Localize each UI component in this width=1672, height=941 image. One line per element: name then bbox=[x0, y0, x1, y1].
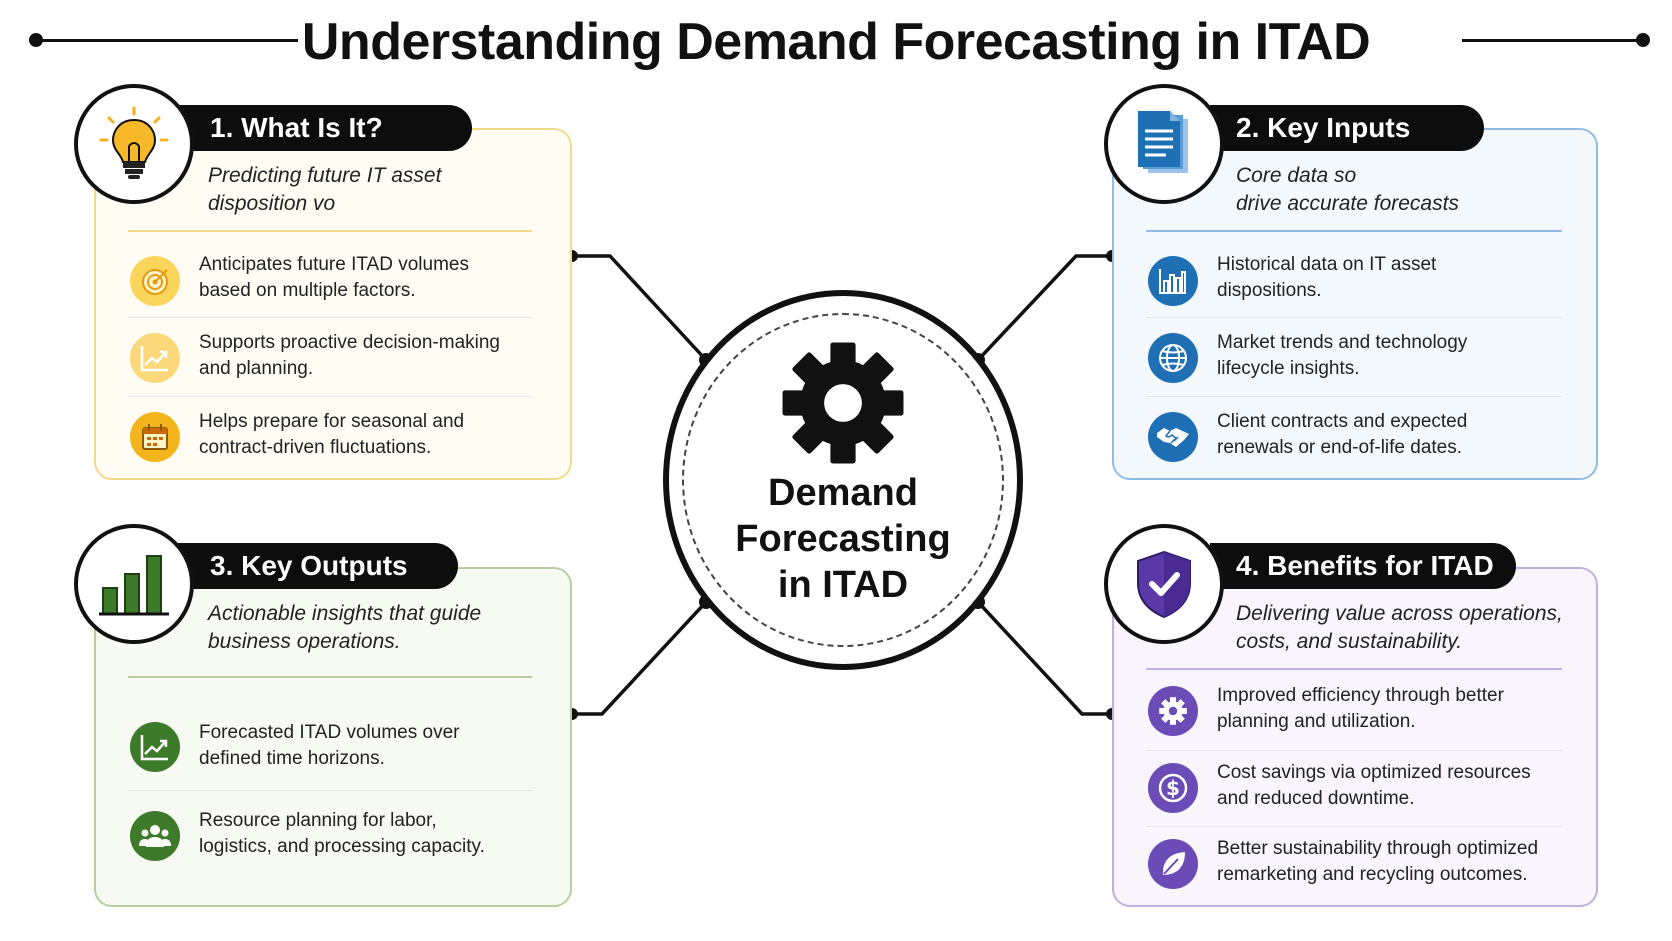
list-item-line: logistics, and processing capacity. bbox=[199, 836, 485, 857]
calendar-icon bbox=[130, 412, 180, 462]
list-item-line: renewals or end-of-life dates. bbox=[1217, 437, 1463, 458]
card-inputs-heading: 2. Key Inputs bbox=[1210, 105, 1484, 151]
list-item-line: Improved efficiency through better bbox=[1217, 685, 1504, 706]
list-item-line: planning and utilization. bbox=[1217, 711, 1416, 732]
list-item-line: and reduced downtime. bbox=[1217, 788, 1415, 809]
list-item-line: Client contracts and expected bbox=[1217, 411, 1468, 432]
list-item: Forecasted ITAD volumes over defined tim… bbox=[199, 720, 529, 772]
card-benefits-subtitle: Delivering value across operations, cost… bbox=[1236, 600, 1576, 656]
page-title: Understanding Demand Forecasting in ITAD bbox=[301, 13, 1371, 71]
card-benefits-subtitle-line-1: Delivering value across operations, bbox=[1236, 602, 1563, 625]
list-item-line: Cost savings via optimized resources bbox=[1217, 762, 1531, 783]
gear-icon bbox=[782, 342, 904, 464]
card-outputs-subtitle-line-1: Actionable insights that guide bbox=[208, 602, 482, 625]
title-right-dot bbox=[1636, 33, 1650, 47]
list-item-line: based on multiple factors. bbox=[199, 280, 416, 301]
list-item: Improved efficiency through better plann… bbox=[1217, 683, 1547, 735]
shield-check-icon bbox=[1104, 524, 1224, 644]
row-divider bbox=[1146, 396, 1562, 397]
list-item-line: Anticipates future ITAD volumes bbox=[199, 254, 469, 275]
list-item: Historical data on IT asset dispositions… bbox=[1217, 252, 1547, 304]
title-right-rule bbox=[1462, 39, 1642, 42]
row-divider bbox=[128, 317, 532, 318]
trend-chart-icon bbox=[130, 722, 180, 772]
title-left-rule bbox=[36, 39, 298, 42]
list-item-line: and planning. bbox=[199, 358, 314, 379]
list-item-line: Forecasted ITAD volumes over bbox=[199, 722, 460, 743]
card-benefits-divider bbox=[1146, 668, 1562, 670]
list-item-line: lifecycle insights. bbox=[1217, 358, 1360, 379]
list-item-line: Historical data on IT asset bbox=[1217, 254, 1437, 275]
bar-growth-icon bbox=[74, 524, 194, 644]
list-item-line: Resource planning for labor, bbox=[199, 810, 437, 831]
dollar-icon: $ bbox=[1148, 763, 1198, 813]
card-inputs-subtitle-line-2: drive accurate forecasts bbox=[1236, 192, 1459, 215]
list-item: Helps prepare for seasonal and contract-… bbox=[199, 409, 529, 461]
list-item-line: remarketing and recycling outcomes. bbox=[1217, 864, 1528, 885]
row-divider bbox=[1146, 750, 1562, 751]
list-item-line: Helps prepare for seasonal and bbox=[199, 411, 465, 432]
card-outputs-divider bbox=[128, 676, 532, 678]
card-inputs-subtitle: Core data so drive accurate forecasts bbox=[1236, 162, 1556, 218]
list-item-line: Better sustainability through optimized bbox=[1217, 838, 1539, 859]
card-benefits-subtitle-line-2: costs, and sustainability. bbox=[1236, 630, 1463, 653]
card-what-divider bbox=[128, 230, 532, 232]
handshake-icon bbox=[1148, 412, 1198, 462]
list-item-line: Supports proactive decision-making bbox=[199, 332, 500, 353]
hub-title-line: Demand bbox=[768, 472, 918, 514]
row-divider bbox=[128, 396, 532, 397]
card-inputs-subtitle-line-1: Core data so bbox=[1236, 164, 1357, 187]
row-divider bbox=[1146, 826, 1562, 827]
card-what-subtitle: Predicting future IT asset disposition v… bbox=[208, 162, 508, 218]
row-divider bbox=[1146, 317, 1562, 318]
globe-icon bbox=[1148, 333, 1198, 383]
list-item: Supports proactive decision-making and p… bbox=[199, 330, 529, 382]
svg-text:$: $ bbox=[1166, 776, 1180, 800]
card-outputs-subtitle-line-2: business operations. bbox=[208, 630, 401, 653]
list-item: Anticipates future ITAD volumes based on… bbox=[199, 252, 529, 304]
row-divider bbox=[128, 790, 532, 791]
card-benefits-heading: 4. Benefits for ITAD bbox=[1210, 543, 1516, 589]
card-inputs-divider bbox=[1146, 230, 1562, 232]
leaf-icon bbox=[1148, 839, 1198, 889]
card-what-subtitle-line-2: disposition vo bbox=[208, 192, 336, 215]
document-icon bbox=[1104, 84, 1224, 204]
list-item: Resource planning for labor, logistics, … bbox=[199, 808, 529, 860]
list-item-line: Market trends and technology bbox=[1217, 332, 1468, 353]
card-outputs-subtitle: Actionable insights that guide business … bbox=[208, 600, 538, 656]
people-icon bbox=[130, 811, 180, 861]
list-item-line: dispositions. bbox=[1217, 280, 1322, 301]
list-item: Cost savings via optimized resources and… bbox=[1217, 760, 1547, 812]
list-item: Market trends and technology lifecycle i… bbox=[1217, 330, 1547, 382]
list-item-line: defined time horizons. bbox=[199, 748, 385, 769]
hub-title-line: in ITAD bbox=[777, 564, 909, 606]
list-item: Client contracts and expected renewals o… bbox=[1217, 409, 1547, 461]
card-outputs-heading: 3. Key Outputs bbox=[178, 543, 458, 589]
hub-title: Demand Forecasting in ITAD bbox=[663, 470, 1023, 608]
gear-icon bbox=[1148, 686, 1198, 736]
list-item-line: contract-driven fluctuations. bbox=[199, 437, 432, 458]
trend-chart-icon bbox=[130, 333, 180, 383]
bar-chart-icon bbox=[1148, 256, 1198, 306]
hub-inner-ring bbox=[682, 313, 1004, 647]
target-icon bbox=[130, 256, 180, 306]
lightbulb-icon bbox=[74, 84, 194, 204]
card-what-heading: 1. What Is It? bbox=[178, 105, 472, 151]
card-what-subtitle-line-1: Predicting future IT asset bbox=[208, 164, 442, 187]
list-item: Better sustainability through optimized … bbox=[1217, 836, 1577, 888]
hub-title-line: Forecasting bbox=[735, 518, 951, 560]
